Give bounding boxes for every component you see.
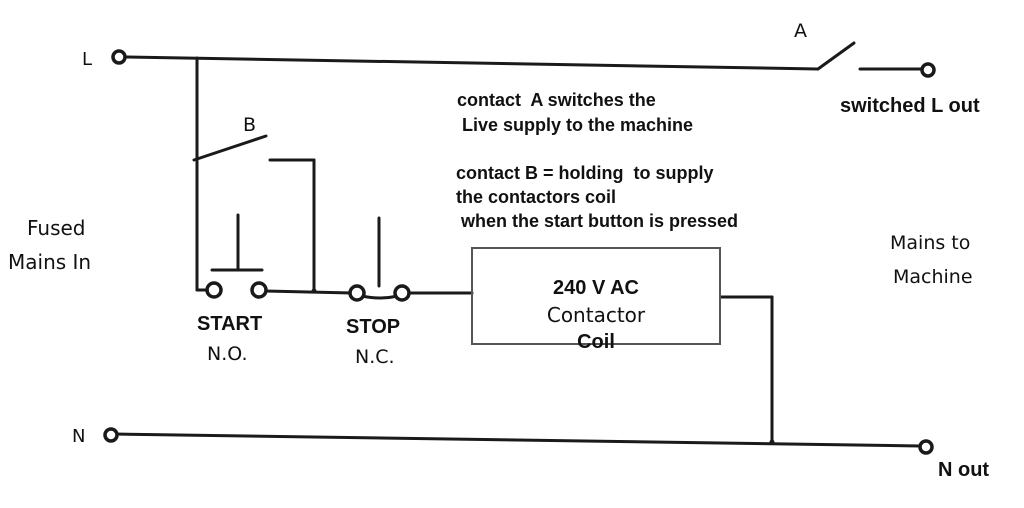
contact-a-label: A	[794, 20, 807, 42]
junction-dot	[311, 288, 317, 294]
note-a-line1: contact A switches the	[457, 90, 656, 110]
switched-live-out-label: switched L out	[840, 95, 980, 117]
stop-contact-left	[348, 284, 366, 302]
contact-b-blade	[192, 134, 268, 162]
note-b-line3: when the start button is pressed	[456, 211, 739, 231]
contactor-coil-box: 240 V AC Contactor Coil	[471, 247, 721, 353]
note-b-line2: the contactors coil	[456, 187, 617, 207]
start-contact-right	[250, 281, 268, 299]
fused-mains-label-line2: Mains In	[8, 250, 92, 274]
start-stop-wire	[263, 289, 354, 295]
note-a-line2: Live supply to the machine	[457, 115, 694, 135]
start-contact-left	[205, 281, 223, 299]
neutral-out-label: N out	[938, 459, 990, 481]
neutral-out-terminal	[918, 439, 934, 455]
coil-voltage: 240 V AC	[553, 277, 639, 299]
stop-button-type: N.C.	[355, 346, 395, 368]
stop-bridge	[360, 294, 400, 300]
live-rail	[124, 55, 820, 71]
live-in-terminal	[111, 49, 127, 65]
stop-button-label: STOP	[346, 316, 401, 338]
fused-mains-label-line1: Fused	[27, 216, 86, 240]
stop-contact-right	[393, 284, 411, 302]
contact-b-label: B	[243, 114, 257, 136]
note-b-line1: contact B = holding to supply	[456, 163, 714, 183]
start-button-label: START	[197, 313, 263, 335]
coil-label: Coil	[577, 331, 615, 353]
coil-type: Contactor	[546, 303, 646, 327]
neutral-in-label: N	[72, 426, 86, 447]
neutral-in-terminal	[103, 427, 119, 443]
start-button-type: N.O.	[207, 343, 248, 365]
junction-dot	[769, 439, 775, 445]
mains-to-machine-label-line1: Mains to	[890, 232, 971, 254]
switched-live-terminal	[920, 62, 936, 78]
contact-a-blade	[816, 41, 856, 71]
neutral-rail	[112, 432, 922, 448]
live-in-label: L	[82, 49, 93, 70]
mains-to-machine-label-line2: Machine	[893, 266, 973, 288]
